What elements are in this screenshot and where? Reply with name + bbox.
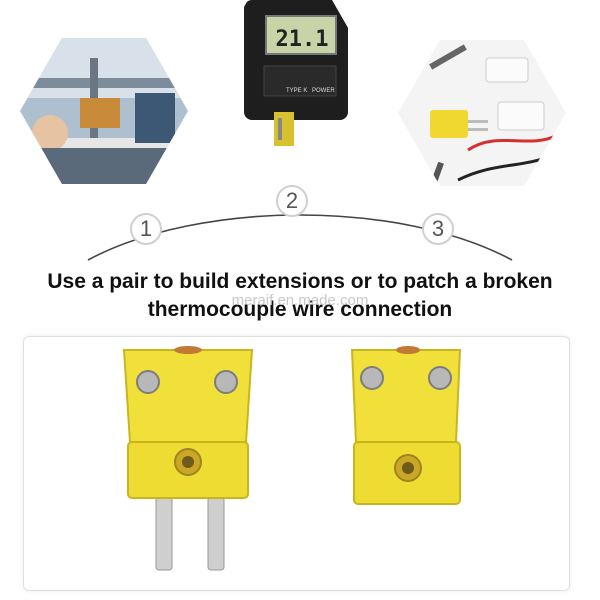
male-connector-image xyxy=(122,346,254,571)
meter-type-label: TYPE K xyxy=(286,88,307,94)
meter-hexagon-image: 21.1 TYPE K POWER xyxy=(206,0,374,146)
wiring-hexagon-image xyxy=(398,40,566,186)
step-2-badge: 2 xyxy=(276,185,308,217)
step-1-label: 1 xyxy=(139,216,153,241)
watermark: meraif.en.made.com xyxy=(231,292,369,309)
printer-hexagon-image xyxy=(20,38,188,184)
female-connector-image xyxy=(350,346,462,505)
step-3-badge: 3 xyxy=(422,213,454,245)
meter-reading: 21.1 xyxy=(276,27,329,52)
meter-power-label: POWER xyxy=(312,88,335,94)
product-panel xyxy=(23,336,570,591)
headline-line-1: Use a pair to build extensions or to pat… xyxy=(47,270,553,293)
step-1-badge: 1 xyxy=(130,213,162,245)
step-3-label: 3 xyxy=(431,216,445,241)
headline-line-2: thermocouple wire connection xyxy=(147,298,453,321)
step-2-label: 2 xyxy=(285,188,299,213)
